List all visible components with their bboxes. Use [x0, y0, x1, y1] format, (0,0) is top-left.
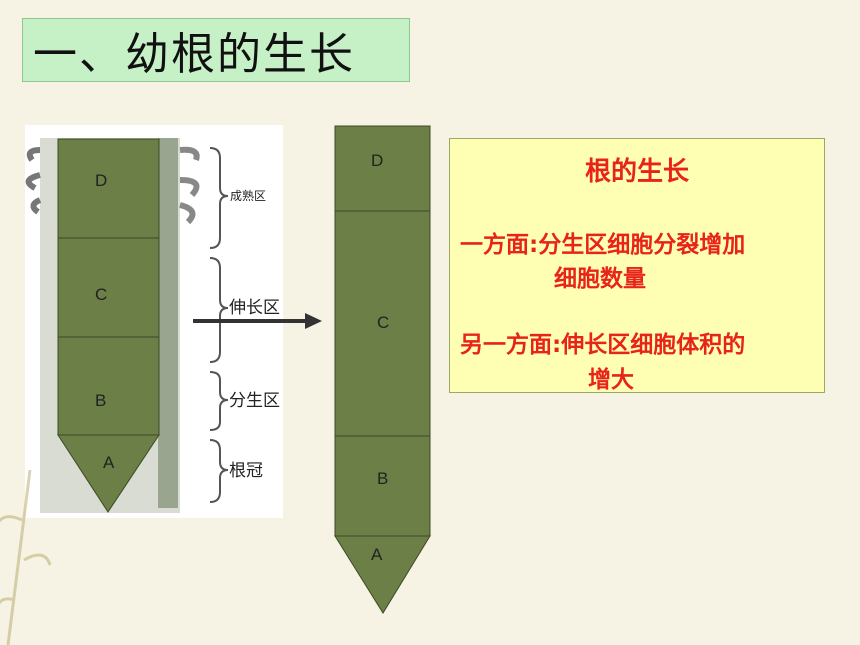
- right-label-c: C: [377, 313, 389, 332]
- info-heading: 根的生长: [584, 157, 689, 187]
- left-segment-b: [57, 336, 160, 436]
- info-line-3: 另一方面:伸长区细胞体积的: [460, 332, 746, 358]
- left-label-c: C: [95, 285, 107, 304]
- left-label-d: D: [95, 171, 107, 190]
- info-line-2: 细胞数量: [554, 266, 646, 292]
- right-segment-d: [334, 125, 431, 212]
- zone-root-cap-label: 根冠: [229, 461, 263, 481]
- zone-elongation-label: 伸长区: [229, 298, 280, 318]
- right-segment-a: [334, 535, 431, 614]
- arrow-head-icon: [305, 313, 322, 329]
- right-segment-c: [334, 210, 431, 437]
- info-line-1: 一方面:分生区细胞分裂增加: [460, 232, 746, 258]
- zone-meristem-label: 分生区: [229, 391, 280, 411]
- left-segment-d: [57, 138, 160, 239]
- slide-title: 一、幼根的生长: [22, 18, 410, 82]
- root-growth-info-box: 根的生长 一方面:分生区细胞分裂增加 细胞数量 另一方面:伸长区细胞体积的 增大: [449, 138, 825, 393]
- left-label-a: A: [103, 453, 115, 472]
- left-segment-a: [57, 434, 160, 513]
- brace-root-cap: [209, 439, 229, 503]
- left-label-b: B: [95, 391, 106, 410]
- info-line-4: 增大: [588, 367, 634, 393]
- right-label-d: D: [371, 151, 383, 170]
- brace-maturation: [209, 147, 229, 249]
- right-label-a: A: [371, 545, 383, 564]
- left-segment-c: [57, 237, 160, 338]
- brace-meristem: [209, 371, 229, 431]
- brace-elongation: [209, 257, 229, 363]
- bamboo-decoration-icon: [0, 469, 52, 645]
- zone-maturation-label: 成熟区: [230, 188, 266, 203]
- right-label-b: B: [377, 469, 388, 488]
- right-segment-b: [334, 435, 431, 537]
